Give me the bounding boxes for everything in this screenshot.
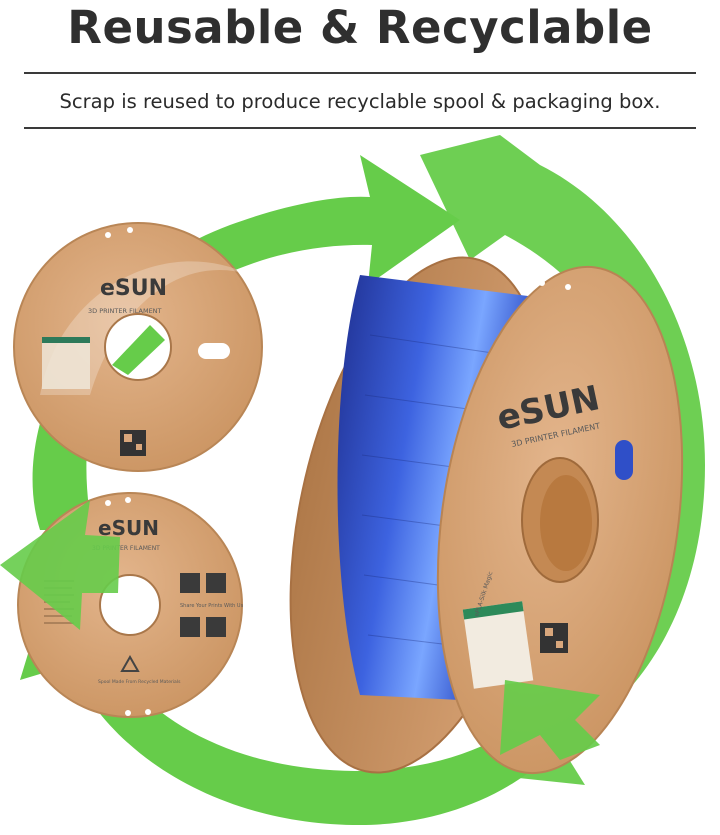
back-spool-share: Share Your Prints With Us xyxy=(180,603,244,609)
recycle-scene-svg: eSUN 3D PRINTER FILAMENT Share Your Prin… xyxy=(0,135,705,825)
bottom-divider xyxy=(24,127,696,129)
product-illustration: eSUN 3D PRINTER FILAMENT Share Your Prin… xyxy=(0,135,720,835)
qr-code-icon xyxy=(120,430,146,456)
front-spool-tagline: 3D PRINTER FILAMENT xyxy=(88,307,162,315)
back-spool-recycle-text: Spool Made From Recycled Materials xyxy=(98,679,181,685)
recycle-symbol-icon xyxy=(120,654,140,672)
back-spool-tagline: 3D PRINTER FILAMENT xyxy=(92,545,160,552)
main-spool: eSUN 3D PRINTER FILAMENT ePLA-Silk Magic xyxy=(289,256,684,775)
headline: Reusable & Recyclable xyxy=(67,1,653,54)
front-spool-brand: eSUN xyxy=(100,276,167,301)
top-divider xyxy=(24,72,696,74)
spool-front-face: eSUN 3D PRINTER FILAMENT xyxy=(13,222,263,472)
qr-code-icon xyxy=(540,623,568,653)
subline: Scrap is reused to produce recyclable sp… xyxy=(59,90,661,113)
arrowhead-left xyxy=(0,500,120,630)
back-spool-brand: eSUN xyxy=(98,516,159,540)
arrowhead-bottom-right xyxy=(500,680,600,760)
qr-code-icon xyxy=(180,573,226,637)
